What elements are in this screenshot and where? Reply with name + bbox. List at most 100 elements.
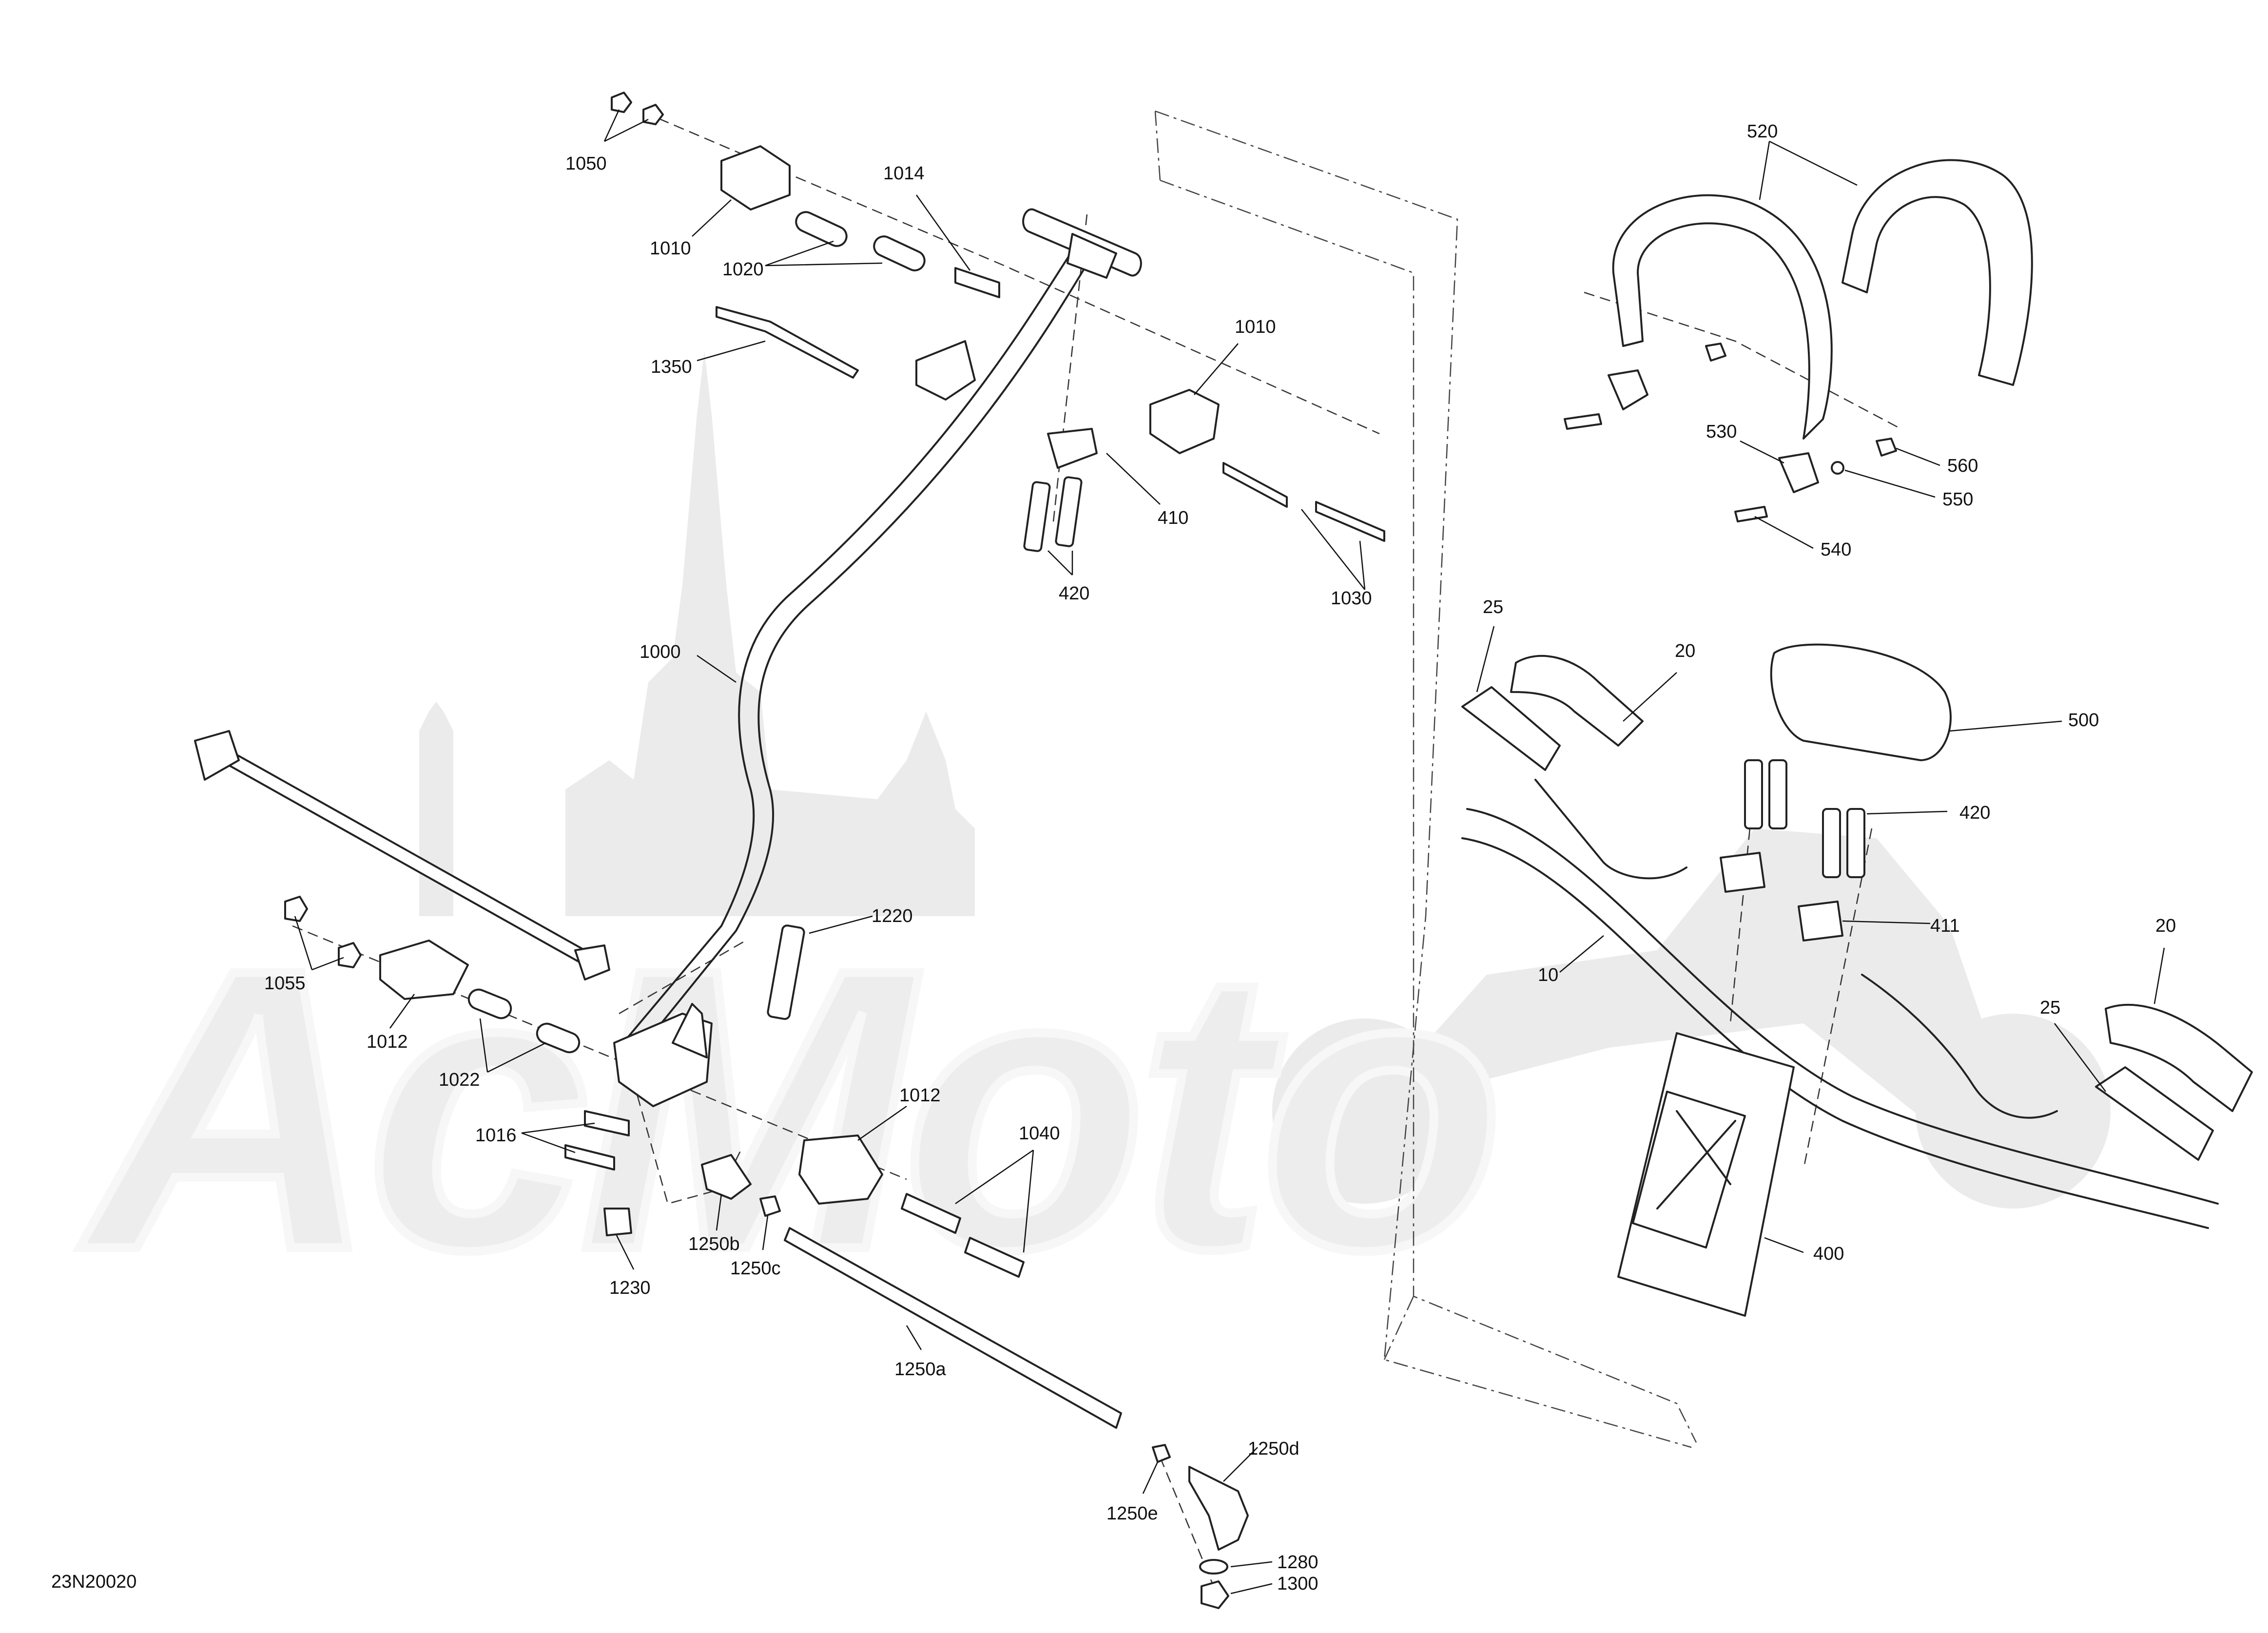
callout-1050: 1050	[565, 154, 607, 174]
pad-500	[1770, 643, 1952, 761]
bolt-540	[1734, 506, 1768, 522]
grip-20-lower	[2105, 1003, 2253, 1112]
grip-25-lower	[2095, 1066, 2214, 1161]
axis-top-fasteners	[643, 111, 1380, 435]
bolt-420-b	[1055, 476, 1083, 547]
callout-1350: 1350	[651, 357, 692, 377]
watermark: AcMoto	[71, 351, 2111, 1337]
callout-1000: 1000	[640, 642, 681, 662]
callout-410: 410	[1158, 508, 1188, 528]
callout-20: 20	[1675, 641, 1695, 661]
leader-1250d	[1223, 1447, 1258, 1482]
callout-1014: 1014	[883, 163, 925, 184]
leader-1250c	[762, 1215, 769, 1250]
axis-riser-bolts-right	[1803, 828, 1873, 1170]
strap-assembly	[1564, 159, 2033, 522]
leader-411	[1842, 920, 1931, 924]
washer-550	[1831, 461, 1844, 475]
callout-411: 411	[1930, 916, 1960, 936]
assembly-axis-lines	[292, 111, 1901, 1599]
bolt-1220	[767, 924, 805, 1020]
leader-20b	[2153, 947, 2165, 1004]
boundary-outer	[1155, 110, 1692, 1448]
leader-1012a	[389, 994, 415, 1029]
callout-1230: 1230	[609, 1278, 651, 1298]
strap-520	[1612, 194, 1833, 440]
riser-plate-400-cutouts	[1632, 1091, 1746, 1249]
callout-1300: 1300	[1277, 1574, 1318, 1594]
leader-1022	[479, 1018, 546, 1073]
steering-column	[613, 208, 1142, 1107]
boundary-inner	[1160, 179, 1697, 1443]
axis-lower-links	[292, 925, 907, 1180]
nut-1250c	[759, 1195, 781, 1217]
leader-25a	[1476, 626, 1495, 692]
leader-1230	[616, 1235, 635, 1270]
boundary-bottom-left	[1383, 1296, 1415, 1360]
upper-tie-rod	[194, 730, 610, 980]
bolt-420-riser-b	[1768, 759, 1787, 829]
leader-1010b	[1194, 343, 1239, 395]
clamp-block-1010-top	[720, 145, 791, 211]
riser-plate-400	[1617, 1032, 1795, 1317]
callout-420-riser: 420	[1959, 803, 1990, 823]
leader-1250a	[906, 1325, 922, 1350]
leader-1250e	[1142, 1461, 1159, 1494]
nut-1050-a	[611, 92, 632, 113]
callout-1020: 1020	[722, 259, 764, 280]
tie-rod-lower-1250a	[784, 1227, 1122, 1429]
handlebar-10-lower	[1461, 837, 2209, 1229]
link-block-1012-left	[379, 940, 469, 1000]
callout-1030: 1030	[1331, 588, 1372, 609]
callout-560: 560	[1947, 456, 1978, 476]
bushing-1016-b	[564, 1144, 615, 1171]
callout-1055: 1055	[264, 973, 306, 994]
callout-1280: 1280	[1277, 1552, 1318, 1573]
leader-1012b	[857, 1105, 907, 1141]
spacer-1022-a	[467, 988, 512, 1019]
nut-560-upper	[1705, 343, 1726, 362]
nut-1250e	[1152, 1444, 1171, 1463]
clamp-530	[1778, 452, 1819, 493]
grip-20-upper	[1510, 654, 1644, 747]
callout-10: 10	[1538, 965, 1558, 985]
steering-column-bracket	[1066, 233, 1117, 279]
lower-link-hardware	[701, 1134, 1249, 1609]
plate-1350	[716, 306, 859, 379]
callout-1040: 1040	[1019, 1123, 1060, 1144]
leader-1220	[809, 915, 873, 934]
callout-1250b: 1250b	[688, 1234, 740, 1254]
leader-1040	[955, 1149, 1034, 1253]
leader-1050	[603, 109, 649, 142]
leader-1055	[294, 916, 344, 971]
clamp-530-upper	[1608, 369, 1648, 410]
watermark-text: AcMoto	[75, 886, 1497, 1332]
tie-rod-upper-end-right	[574, 944, 610, 980]
callout-25-lower: 25	[2040, 998, 2060, 1018]
watermark-motorcycle-frame	[1365, 828, 2013, 1121]
leader-500	[1949, 720, 2062, 732]
leader-20a	[1623, 672, 1677, 722]
nut-1050-b	[642, 104, 664, 125]
callout-1016: 1016	[475, 1125, 517, 1146]
callout-1250c: 1250c	[730, 1258, 781, 1279]
axis-tie-rod-end	[1159, 1457, 1220, 1599]
lower-left-hardware	[284, 896, 805, 1236]
leader-530	[1740, 440, 1784, 464]
boundary-left	[1154, 111, 1161, 181]
leader-10	[1559, 935, 1604, 973]
callout-25: 25	[1483, 597, 1503, 617]
bolt-1030-a	[1222, 462, 1288, 508]
bushing-1016-a	[584, 1110, 630, 1136]
handlebar-assembly	[1461, 643, 2253, 1317]
leader-540	[1754, 516, 1814, 549]
bushing-1014	[954, 267, 1000, 298]
nut-560	[1876, 438, 1897, 457]
callout-1012-right: 1012	[899, 1085, 941, 1106]
leader-1250b	[716, 1193, 722, 1231]
leader-520	[1759, 140, 1858, 200]
bolt-1030-b	[1315, 501, 1385, 542]
callout-1250e: 1250e	[1106, 1503, 1158, 1524]
spacer-1020-a	[795, 211, 848, 247]
